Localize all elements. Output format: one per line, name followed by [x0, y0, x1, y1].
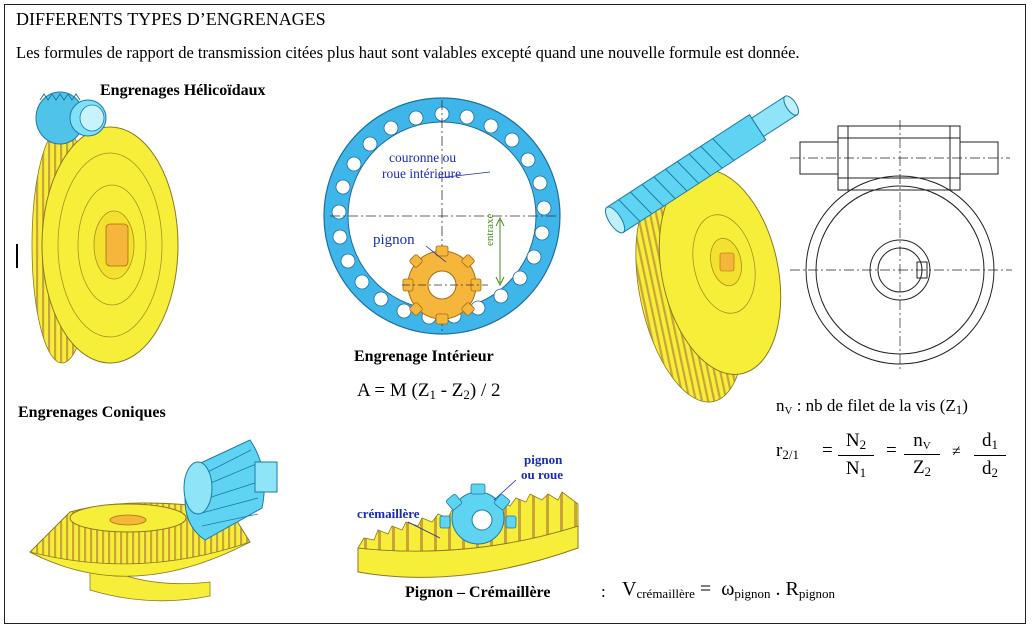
internal-crown-teeth [331, 106, 552, 325]
diagram-frame [4, 4, 1026, 624]
internal-gear-illustration [323, 97, 561, 335]
intro-text: Les formules de rapport de transmission … [16, 43, 800, 62]
worm-thread-note: nV : nb de filet de la vis (Z1) [776, 396, 968, 417]
helical-gear-hub [105, 223, 129, 267]
fraction-d1-d2: d1 d2 [974, 430, 1006, 481]
fraction-nv-z2: nV Z2 [904, 430, 940, 480]
rack-pinion-illustration [357, 479, 579, 578]
pinion-label: pignon [373, 232, 415, 248]
worm-technical-drawing [790, 120, 1012, 372]
crown-label-line2: roue intérieure [382, 166, 462, 181]
rack-pinion-label-line1: pignon [524, 452, 563, 467]
helical-gears-label: Engrenages Hélicoïdaux [100, 82, 266, 99]
bevel-gears-label: Engrenages Coniques [18, 404, 166, 421]
center-distance-label: entraxe [484, 213, 496, 246]
rack-speed-formula: Vcrémaillère = ωpignon . Rpignon [622, 578, 835, 601]
worm-ratio-symbol: r2/1 [776, 440, 799, 462]
fraction-n2-n1: N2 N1 [838, 430, 874, 481]
crown-label-line1: couronne ou [389, 150, 457, 165]
rack-pinion-label-line2: ou roue [521, 467, 564, 482]
worm-screw [604, 95, 799, 234]
worm-ratio-neq: ≠ [952, 443, 961, 460]
worm-ratio-eq2: = [886, 440, 897, 461]
rack-pinion-caption: Pignon – Crémaillère [405, 584, 551, 601]
center-distance-formula: A = M (Z1 - Z2) / 2 [357, 380, 501, 402]
rack-pinion-gear [439, 483, 517, 545]
page-title: DIFFERENTS TYPES D’ENGRENAGES [16, 9, 326, 29]
worm-ratio-eq1: = [822, 440, 833, 461]
bevel-gear-illustration [29, 439, 278, 602]
rack-formula-colon: : [601, 582, 606, 601]
helical-gear-illustration [31, 91, 179, 364]
internal-gear-label: Engrenage Intérieur [354, 348, 494, 365]
worm-gear-illustration [604, 95, 799, 403]
text-cursor [16, 244, 18, 268]
rack-label: crémaillère [357, 506, 420, 521]
